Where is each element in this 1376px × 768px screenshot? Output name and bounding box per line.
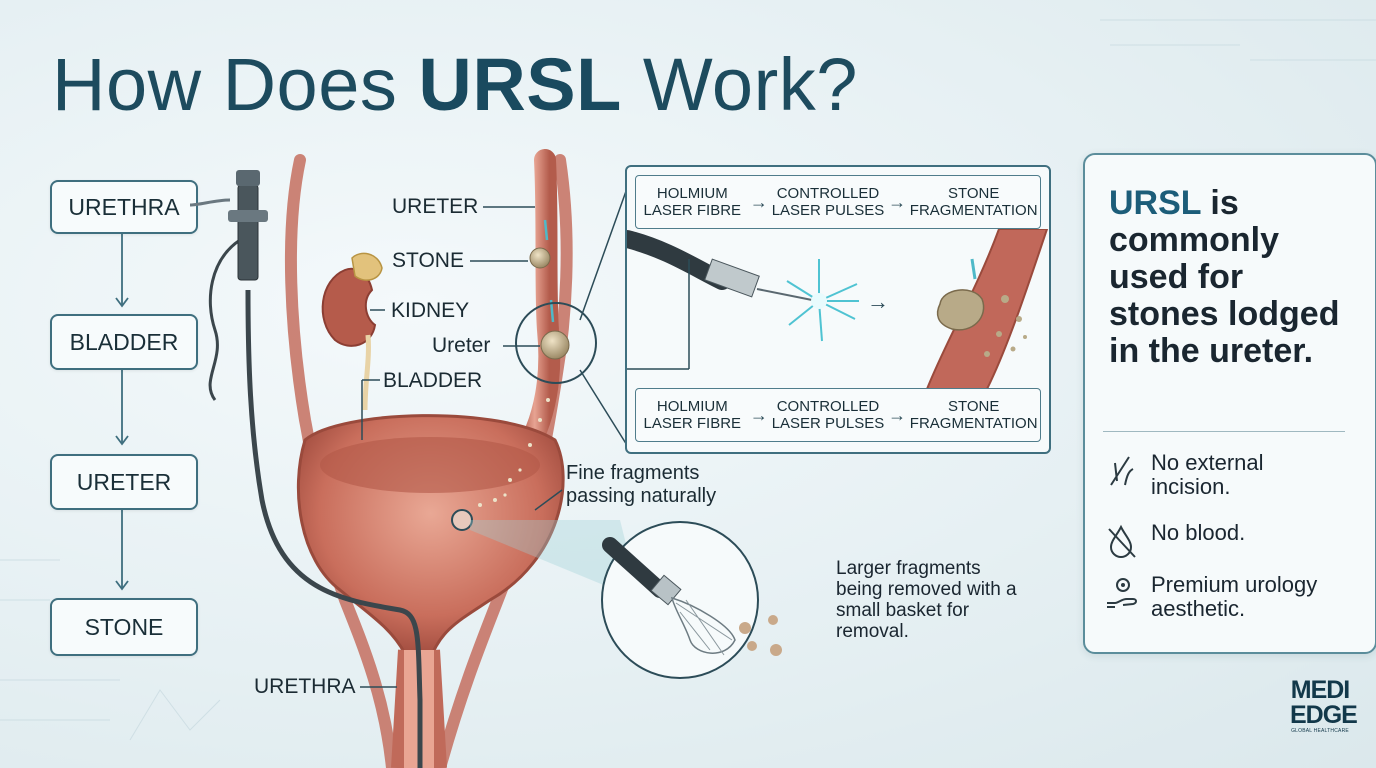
summary-headline: URSL is commonly used for stones lodged … <box>1109 184 1340 370</box>
step-controlled-pulses: CONTROLLED LASER PULSES <box>771 185 885 219</box>
premium-care-icon <box>1107 578 1137 608</box>
no-incision-icon <box>1110 456 1134 486</box>
svg-text:→: → <box>867 289 889 314</box>
label-bladder: BLADDER <box>383 369 483 392</box>
flow-box-urethra: URETHRA <box>50 180 198 234</box>
label-urethra: URETHRA <box>254 675 356 698</box>
step-holmium-fibre: HOLMIUM LASER FIBRE <box>643 185 742 219</box>
brand-logo: MEDI EDGE GLOBAL HEALTHCARE <box>1290 676 1358 735</box>
page-title: How Does URSL Work? <box>52 43 858 126</box>
flow-box-ureter: URETER <box>50 454 198 510</box>
step-stone-fragmentation: STONE FRAGMENTATION <box>909 398 1038 432</box>
arrow-right-icon: → <box>749 191 768 212</box>
label-fine-fragments: Fine fragments passing naturally <box>566 462 717 507</box>
no-blood-icon <box>1108 524 1136 559</box>
flow-box-bladder: BLADDER <box>50 314 198 370</box>
arrow-right-icon: → <box>749 404 768 425</box>
feature-premium: Premium urology aesthetic. <box>1103 573 1341 621</box>
feature-text: No blood. <box>1151 520 1246 545</box>
basket-caption: Larger fragments being removed with a sm… <box>836 558 1017 642</box>
steps-strip-bottom: HOLMIUM LASER FIBRE → CONTROLLED LASER P… <box>635 388 1041 442</box>
label-ureter-mid: Ureter <box>432 334 491 357</box>
step-controlled-pulses: CONTROLLED LASER PULSES <box>771 398 885 432</box>
steps-strip-top: HOLMIUM LASER FIBRE → CONTROLLED LASER P… <box>635 175 1041 229</box>
flow-box-stone: STONE <box>50 598 198 656</box>
arrow-right-icon: → <box>888 191 907 212</box>
feature-no-blood: No blood. <box>1103 521 1245 561</box>
laser-illustration: → <box>627 229 1049 389</box>
label-stone: STONE <box>392 249 464 272</box>
divider <box>1103 431 1345 432</box>
feature-text: No external incision. <box>1151 450 1264 499</box>
label-kidney: KIDNEY <box>391 299 470 322</box>
step-holmium-fibre: HOLMIUM LASER FIBRE <box>643 398 742 432</box>
feature-text: Premium urology aesthetic. <box>1151 572 1318 621</box>
summary-panel: URSL is commonly used for stones lodged … <box>1083 153 1376 654</box>
arrow-right-icon: → <box>888 404 907 425</box>
step-stone-fragmentation: STONE FRAGMENTATION <box>909 185 1038 219</box>
label-ureter-top: URETER <box>392 195 479 218</box>
laser-inset-panel: HOLMIUM LASER FIBRE → CONTROLLED LASER P… <box>625 165 1051 454</box>
feature-no-incision: No external incision. <box>1103 451 1321 499</box>
